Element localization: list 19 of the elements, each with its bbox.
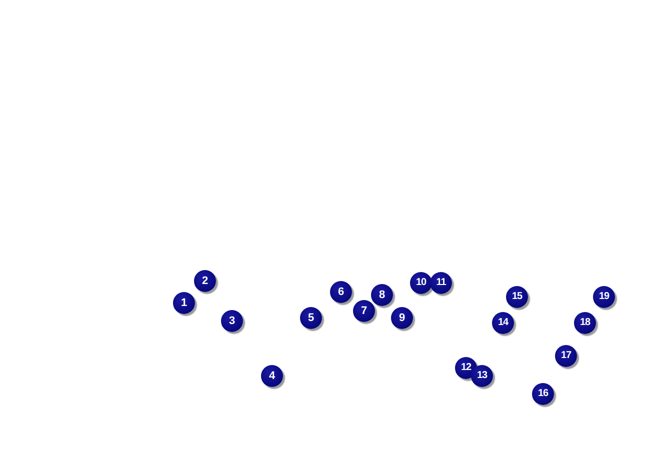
callout-number: 19 (593, 286, 615, 308)
callout-number: 18 (574, 312, 596, 334)
callout-number: 11 (430, 272, 452, 294)
callout-number: 15 (506, 286, 528, 308)
callout-number: 4 (261, 365, 283, 387)
callout-number: 17 (555, 345, 577, 367)
callout-number: 2 (194, 270, 216, 292)
callout-number: 16 (532, 383, 554, 405)
callout-number: 3 (221, 310, 243, 332)
callout-number: 12 (455, 357, 477, 379)
callout-number: 10 (410, 272, 432, 294)
callout-number: 9 (391, 307, 413, 329)
callout-number: 7 (353, 300, 375, 322)
callout-number: 14 (492, 312, 514, 334)
callout-number: 8 (371, 284, 393, 306)
callout-number: 1 (173, 292, 195, 314)
callout-number: 6 (330, 281, 352, 303)
callout-number: 5 (300, 307, 322, 329)
callout-number: 13 (471, 365, 493, 387)
